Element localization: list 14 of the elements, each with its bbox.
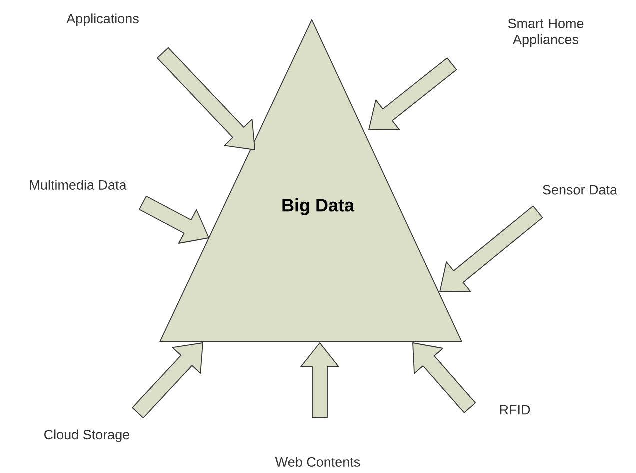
label-text: Applications <box>66 14 139 26</box>
label-text: Sensor Data <box>543 185 618 195</box>
block-arrow <box>132 342 204 419</box>
block-arrow <box>139 196 210 244</box>
label-text: Smart Home Appliances <box>508 18 584 48</box>
label-text: Web Contents <box>275 457 360 467</box>
block-arrow <box>300 342 340 418</box>
block-arrow <box>157 47 256 150</box>
label-text: Multimedia Data <box>30 180 127 190</box>
label-text: Cloud Storage <box>44 430 130 442</box>
block-arrow <box>368 58 458 130</box>
label-text: RFID <box>500 405 530 415</box>
block-arrow <box>440 206 544 292</box>
block-arrow <box>412 342 476 414</box>
